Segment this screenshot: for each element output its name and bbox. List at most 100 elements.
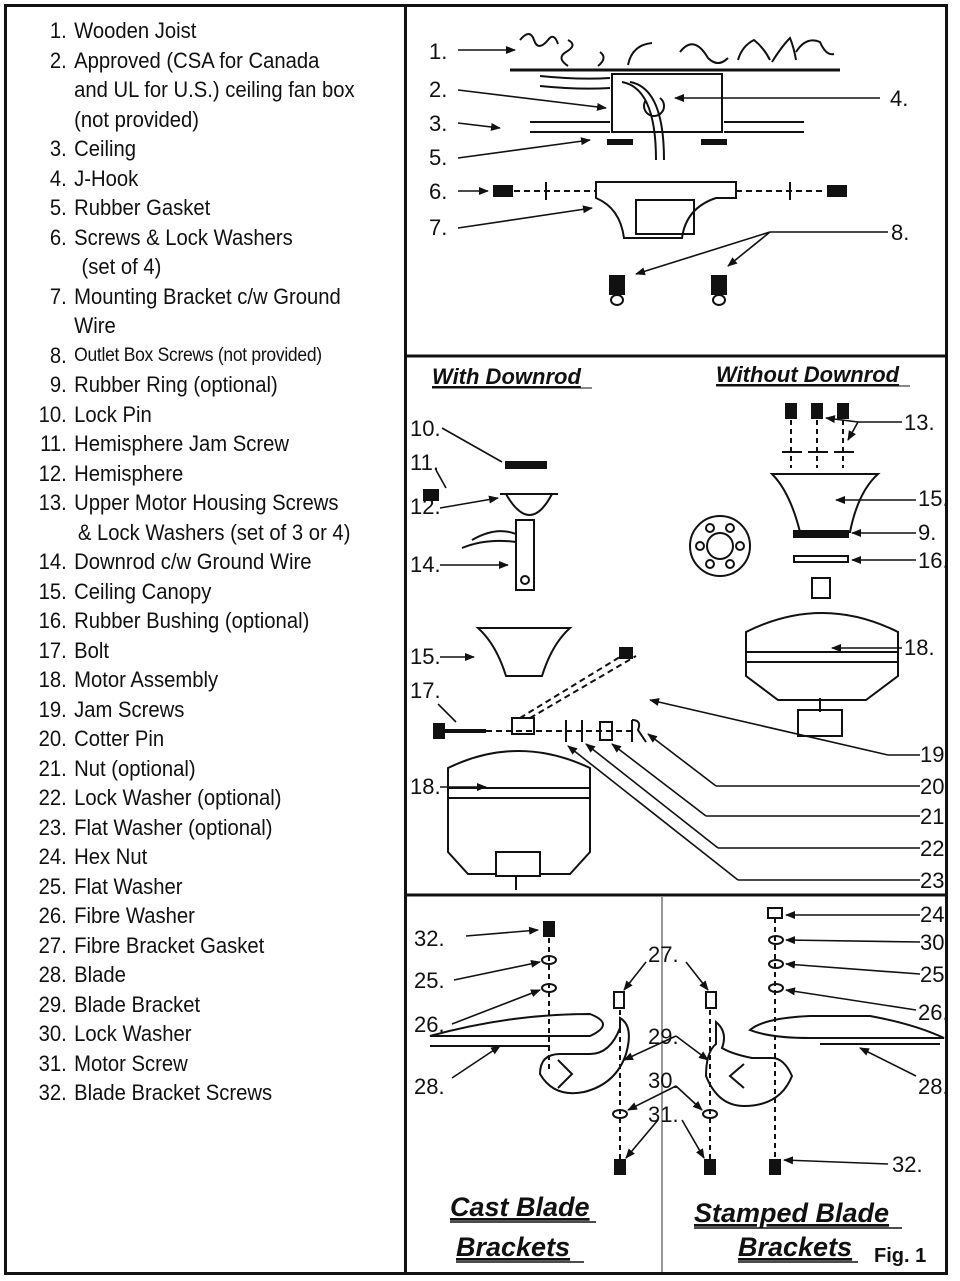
parts-list-item: 9. Rubber Ring (optional) xyxy=(30,370,398,400)
parts-list-item: 8.Outlet Box Screws (not provided) xyxy=(30,341,398,371)
callout-30: 30. xyxy=(648,1068,679,1093)
ceiling-mount-callouts: 1. 2. 3. 5. 6. 7. 4. 8. xyxy=(429,39,909,245)
callout-29: 29. xyxy=(648,1024,679,1049)
part-description: Lock Pin xyxy=(74,401,152,427)
section-headings: With Downrod Without Downrod xyxy=(432,362,900,389)
parts-list-item: and UL for U.S.) ceiling fan box xyxy=(30,75,398,105)
part-number xyxy=(30,252,67,282)
exploded-diagram: 1. 2. 3. 5. 6. 7. 4. 8. With Downrod Wit… xyxy=(407,33,948,1272)
parts-list-item: 18.Motor Assembly xyxy=(30,665,398,695)
part-description: Downrod c/w Ground Wire xyxy=(74,549,312,574)
callout-2: 2. xyxy=(429,77,447,102)
parts-list-item: 1. Wooden Joist xyxy=(30,16,398,46)
part-description: Hemisphere Jam Screw xyxy=(74,431,289,456)
part-number: 18. xyxy=(38,667,67,692)
callout-16: 16. xyxy=(918,548,948,573)
part-number: 10. xyxy=(38,401,67,427)
caption-cast-line1: Cast Blade xyxy=(450,1192,590,1222)
part-number: 29. xyxy=(38,991,67,1017)
callout-7: 7. xyxy=(429,215,447,240)
parts-list: 1. Wooden Joist 2. Approved (CSA for Canada… xyxy=(30,16,398,1108)
part-description: Ceiling xyxy=(74,136,137,161)
part-description: Flat Washer xyxy=(74,873,183,899)
part-description: Hemisphere xyxy=(74,460,184,486)
parts-list-item: 22. Lock Washer (optional) xyxy=(30,783,398,813)
parts-list-item: 14. Downrod c/w Ground Wire xyxy=(30,547,398,577)
callout-5: 5. xyxy=(429,145,447,170)
callout-11: 11. xyxy=(410,450,439,475)
part-description: & Lock Washers (set of 3 or 4) xyxy=(77,519,351,545)
part-description: Fibre Washer xyxy=(74,903,195,928)
callout-22: 22. xyxy=(920,836,948,861)
callout-1: 1. xyxy=(429,39,447,64)
parts-list-item: (set of 4) xyxy=(30,252,398,282)
part-number: 2. xyxy=(49,47,67,73)
part-description: and UL for U.S.) ceiling fan box xyxy=(74,77,355,102)
parts-list-item: 15.Ceiling Canopy xyxy=(30,577,398,607)
parts-list-item: 27.Fibre Bracket Gasket xyxy=(30,931,398,961)
parts-list-item: 12. Hemisphere xyxy=(30,459,398,489)
callout-25-stamped: 25. xyxy=(920,962,948,987)
part-number xyxy=(30,105,67,135)
parts-list-item: 3. Ceiling xyxy=(30,134,398,164)
part-number: 22. xyxy=(38,785,67,810)
part-description: Ceiling Canopy xyxy=(74,578,212,604)
part-number: 3. xyxy=(49,136,67,161)
part-number: 1. xyxy=(49,18,67,43)
part-number xyxy=(30,75,67,105)
parts-list-item: 10. Lock Pin xyxy=(30,400,398,430)
part-description: Blade Bracket xyxy=(74,991,201,1017)
callout-23: 23. xyxy=(920,868,948,893)
part-number: 12. xyxy=(38,460,67,486)
parts-list-panel: 1. Wooden Joist 2. Approved (CSA for Canada… xyxy=(4,4,404,1275)
parts-list-item: & Lock Washers (set of 3 or 4) xyxy=(30,518,398,548)
column-divider xyxy=(404,4,407,1275)
parts-list-item: 2. Approved (CSA for Canada xyxy=(30,46,398,76)
part-number: 6. xyxy=(49,224,67,250)
parts-list-item: 31.Motor Screw xyxy=(30,1049,398,1079)
part-description: Flat Washer (optional) xyxy=(74,814,273,840)
callout-14: 14. xyxy=(410,552,441,577)
callout-30-stamped: 30. xyxy=(920,930,948,955)
bracket-captions: Cast Blade Brackets Stamped Blade Bracke… xyxy=(450,1192,889,1262)
part-number: 19. xyxy=(38,696,67,722)
caption-stamped-line2: Brackets xyxy=(738,1232,852,1262)
part-number: 5. xyxy=(49,195,67,220)
without-downrod-illustration xyxy=(689,403,899,737)
part-description: Wooden Joist xyxy=(74,18,197,43)
part-number xyxy=(30,311,67,341)
part-description: Rubber Gasket xyxy=(74,195,211,220)
part-number: 9. xyxy=(49,372,67,397)
part-number: 32. xyxy=(38,1080,67,1105)
part-description: Upper Motor Housing Screws xyxy=(74,490,339,515)
part-description: Rubber Ring (optional) xyxy=(74,372,278,397)
parts-list-item: 21.Nut (optional) xyxy=(30,754,398,784)
part-description: Lock Washer (optional) xyxy=(74,785,282,810)
parts-list-item: 6. Screws & Lock Washers xyxy=(30,223,398,253)
ceiling-mount-illustration xyxy=(493,33,847,306)
callout-28-stamped: 28. xyxy=(918,1074,948,1099)
part-description: Hex Nut xyxy=(74,844,148,869)
part-number: 13. xyxy=(38,490,67,515)
callout-17: 17. xyxy=(410,678,441,703)
part-description: (not provided) xyxy=(74,106,200,132)
callout-31: 31. xyxy=(648,1102,679,1127)
parts-list-item: 23.Flat Washer (optional) xyxy=(30,813,398,843)
part-description: Screws & Lock Washers xyxy=(74,224,293,250)
part-number: 30. xyxy=(38,1021,67,1046)
callout-15-downrod: 15. xyxy=(410,644,441,669)
parts-list-item: 7.Mounting Bracket c/w Ground xyxy=(30,282,398,312)
part-description: (set of 4) xyxy=(81,254,162,279)
part-number: 25. xyxy=(38,873,67,899)
middle-callouts: 10. 11. 12. 14. 15. 17. 18. 13. 15. 9. 1… xyxy=(410,410,948,893)
part-description: Rubber Bushing (optional) xyxy=(74,608,310,633)
parts-list-item: 25. Flat Washer xyxy=(30,872,398,902)
cast-blade-bracket-illustration xyxy=(429,921,630,1175)
part-number: 14. xyxy=(38,549,67,574)
parts-list-item: 11. Hemisphere Jam Screw xyxy=(30,429,398,459)
part-description: Mounting Bracket c/w Ground xyxy=(74,283,341,309)
without-downrod-leaders xyxy=(825,415,916,652)
part-number: 11. xyxy=(40,431,67,456)
part-description: Approved (CSA for Canada xyxy=(74,47,320,73)
callout-26-cast: 26. xyxy=(414,1012,445,1037)
